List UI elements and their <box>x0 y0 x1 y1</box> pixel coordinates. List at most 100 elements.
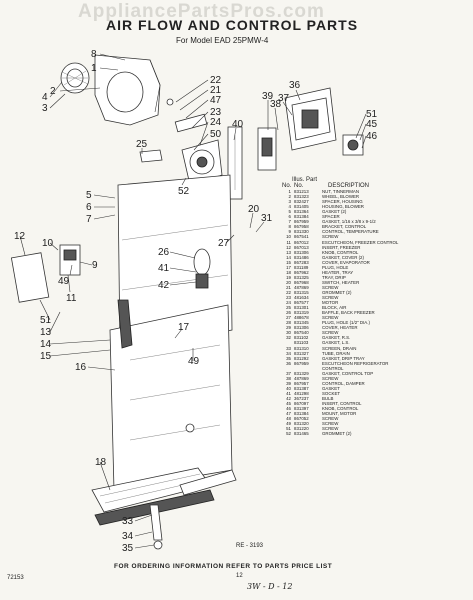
damper-control-drawing <box>227 126 277 200</box>
callout-label: 17 <box>178 322 190 333</box>
part-number: 831405 <box>294 204 309 210</box>
callout-label: 41 <box>158 263 170 274</box>
part-number: 867012 <box>294 239 309 245</box>
callout-label: 8 <box>91 49 97 60</box>
callout-label: 24 <box>210 117 222 128</box>
back-baffle-drawing <box>117 174 233 351</box>
page-number: 12 <box>236 573 243 579</box>
callout-label: 10 <box>42 238 54 249</box>
part-number: 831319 <box>294 310 309 316</box>
callout-label: 6 <box>86 202 92 213</box>
part-description: HEATER, TRAY <box>322 269 354 275</box>
part-ref: 39 <box>286 380 291 386</box>
ordering-note: FOR ORDERING INFORMATION REFER TO PARTS … <box>114 563 333 570</box>
part-number: 831301 <box>294 305 309 311</box>
bulb-socket-drawing <box>193 248 211 289</box>
callout-label: 34 <box>122 531 134 542</box>
callout-label: 49 <box>188 356 200 367</box>
callout-label: 50 <box>210 129 222 140</box>
part-number: 867968 <box>294 279 309 285</box>
part-ref: 51 <box>286 426 291 432</box>
part-description: ESCUTCHEON REFRIGERATOR <box>322 360 389 366</box>
part-description: SCREW <box>322 375 339 381</box>
part-ref: 2 <box>288 194 291 200</box>
callout-label: 47 <box>210 95 222 106</box>
part-description: BLOCK, AIR <box>322 305 347 311</box>
part-description: SWITCH, HEATER <box>322 279 360 285</box>
callout-label: 42 <box>158 280 170 291</box>
part-ref: 34 <box>286 350 291 356</box>
motor-drawing <box>174 113 223 186</box>
part-number: 867052 <box>294 416 309 422</box>
part-description: SCREW <box>322 416 339 422</box>
callout-label: 45 <box>366 119 378 130</box>
part-ref: 10 <box>286 234 291 240</box>
part-description: PLUG, HOLE <box>322 264 349 270</box>
part-number: 367237 <box>294 395 309 401</box>
part-number: 831327 <box>294 350 309 356</box>
part-number: 831189 <box>294 264 309 270</box>
part-ref: 25 <box>286 305 291 311</box>
part-ref: 22 <box>286 289 291 295</box>
diagram-code: RE - 3193 <box>236 543 264 549</box>
control-knob-drawing <box>342 134 364 156</box>
callout-label: 4 <box>42 92 48 103</box>
part-ref: 36 <box>286 360 291 366</box>
part-ref: 35 <box>286 355 291 361</box>
callout-label: 2 <box>50 86 56 97</box>
part-ref: 13 <box>286 249 291 255</box>
part-ref: 29 <box>286 325 291 331</box>
callout-label: 11 <box>66 293 77 304</box>
callout-label: 36 <box>289 80 301 91</box>
callout-label: 26 <box>158 247 170 258</box>
part-description: SCREW <box>322 426 339 432</box>
part-description: KNOB, CONTROL <box>322 406 359 412</box>
part-number: 867577 <box>294 300 309 306</box>
part-ref: 28 <box>286 320 291 326</box>
model-subtitle: For Model EAD 25PMW-4 <box>176 36 269 45</box>
corner-code: 72153 <box>7 575 24 581</box>
part-ref: 5 <box>288 209 291 215</box>
part-number: 831330 <box>294 229 309 235</box>
part-description: KNOB, CONTROL <box>322 249 359 255</box>
part-description: COVER, EVAPORATOR <box>322 259 370 265</box>
part-description: SCREW <box>322 284 339 290</box>
watermark: AppliancePartsPros.com <box>78 1 325 22</box>
part-description: BAFFLE, BACK FREEZER <box>322 310 375 316</box>
part-ref: 19 <box>286 274 291 280</box>
part-description: TUBE, DRAIN <box>322 350 350 356</box>
part-number: 831306 <box>294 249 309 255</box>
part-ref: 3 <box>288 199 291 205</box>
callout-label: 13 <box>40 327 52 338</box>
part-ref: 46 <box>286 406 291 412</box>
callout-label: 51 <box>366 109 378 120</box>
part-number: 831325 <box>294 274 309 280</box>
part-ref: 14 <box>286 254 291 260</box>
part-number: 867958 <box>294 224 309 230</box>
blower-housing-drawing <box>94 54 174 126</box>
part-ref: 11 <box>286 239 291 245</box>
part-description: SCREW <box>322 234 339 240</box>
part-number: 487869 <box>294 375 309 381</box>
part-description: SPACER <box>322 214 340 220</box>
part-ref: 20 <box>286 279 291 285</box>
part-description: SCREW <box>322 315 339 321</box>
